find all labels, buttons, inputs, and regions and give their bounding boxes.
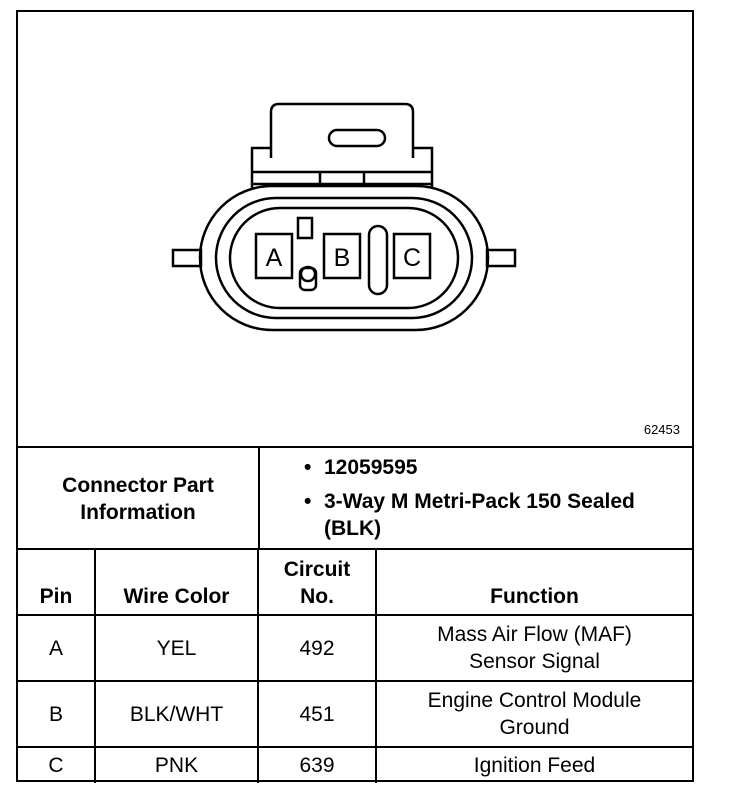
pin-cavity-a: [254, 232, 294, 280]
right-ear: [485, 248, 517, 268]
pin-label-c: C: [403, 244, 421, 272]
connector-info-row: Connector Part Information •12059595 •3-…: [18, 446, 692, 550]
pin-label-a: A: [266, 244, 283, 272]
pin-cavity-c: [392, 232, 432, 280]
connector-info-label-line2: Information: [80, 501, 196, 524]
document-frame: A B C 62453 Connector Part Information •…: [16, 10, 694, 783]
latch-tab: [269, 102, 415, 158]
header-circuit: Circuit No.: [257, 548, 377, 616]
latch-slot: [327, 128, 387, 148]
left-ear: [171, 248, 203, 268]
connector-body-inner-2: [228, 206, 460, 310]
table-row: B BLK/WHT 451 Engine Control Module Grou…: [18, 680, 692, 748]
header-function: Function: [375, 548, 692, 616]
connector-diagram: A B C 62453: [18, 12, 692, 446]
connector-shoulder: [250, 146, 434, 188]
table-row: C PNK 639 Ignition Feed: [18, 746, 692, 783]
connector-info-values: •12059595 •3-Way M Metri-Pack 150 Sealed…: [260, 454, 690, 549]
connector-info-label-line1: Connector Part: [62, 474, 214, 497]
header-wire-color: Wire Color: [94, 548, 259, 616]
pinout-table: Pin Wire Color Circuit No. Function A YE…: [18, 548, 692, 783]
connector-body-inner-1: [214, 196, 474, 320]
table-row: A YEL 492 Mass Air Flow (MAF) Sensor Sig…: [18, 614, 692, 682]
connector-part-number: •12059595: [304, 456, 418, 479]
key-notch: [296, 216, 314, 240]
connector-description: •3-Way M Metri-Pack 150 Sealed (BLK): [304, 490, 635, 540]
polarization-rib: [367, 224, 389, 296]
connector-drawing: A B C: [171, 102, 517, 332]
pin-cavity-b: [322, 232, 362, 280]
header-pin: Pin: [18, 548, 96, 616]
pin-label-b: B: [334, 244, 351, 272]
locator-post: [298, 266, 318, 292]
table-header-row: Pin Wire Color Circuit No. Function: [18, 548, 692, 616]
connector-info-label: Connector Part Information: [18, 448, 260, 550]
figure-number: 62453: [643, 422, 680, 437]
